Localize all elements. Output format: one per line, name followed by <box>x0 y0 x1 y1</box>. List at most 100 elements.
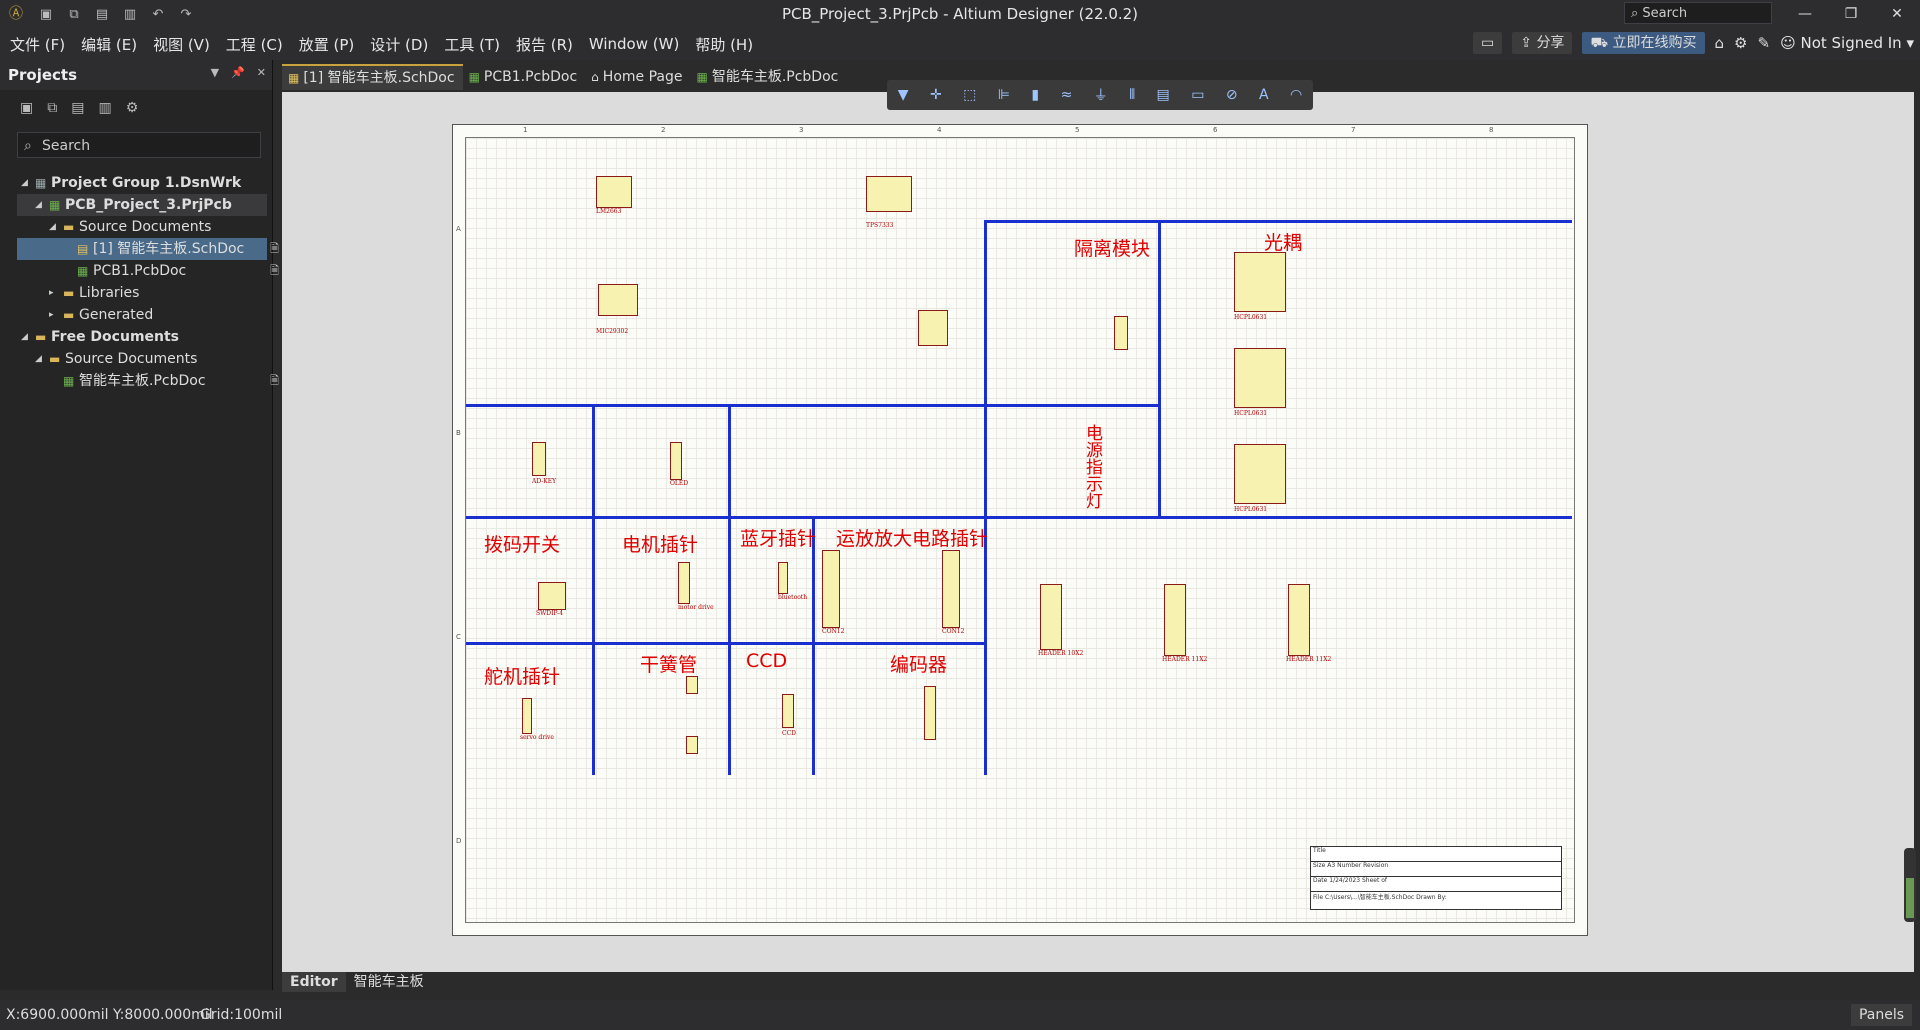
bluetooth-header[interactable] <box>778 562 788 594</box>
text-icon[interactable]: A <box>1259 87 1269 103</box>
arc-icon[interactable]: ◠ <box>1290 87 1303 103</box>
opamp-header-2[interactable] <box>942 550 960 628</box>
save-icon[interactable]: ▣ <box>39 6 53 22</box>
panel-gear-icon[interactable]: ⚙ <box>125 100 139 116</box>
part-icon[interactable]: ▮ <box>1031 87 1040 103</box>
menu-view[interactable]: 视图 (V) <box>153 35 210 54</box>
expand-icon[interactable]: ◢ <box>21 332 28 342</box>
buy-online-button[interactable]: ⛟ 立即在线购买 <box>1582 32 1705 54</box>
column-label: 4 <box>937 126 942 134</box>
menu-help[interactable]: 帮助 (H) <box>695 35 754 54</box>
filter-icon[interactable]: ▼ <box>897 87 909 103</box>
expand-icon[interactable]: ▸ <box>49 310 54 320</box>
share-button[interactable]: ⇪ 分享 <box>1512 32 1573 54</box>
ad-key-header[interactable] <box>532 442 546 476</box>
notifications-icon[interactable]: ✎ <box>1757 34 1771 52</box>
expand-icon[interactable]: ◢ <box>35 354 42 364</box>
open-icon[interactable]: ▤ <box>95 6 109 22</box>
gear-icon[interactable]: ⚙ <box>1734 34 1748 52</box>
tree-item[interactable]: ▤[1] 智能车主板.SchDoc🗎 <box>17 238 279 260</box>
directive-icon[interactable]: ⊘ <box>1225 87 1238 103</box>
expand-icon[interactable]: ◢ <box>49 222 56 232</box>
project-folder-icon[interactable]: ▥ <box>98 100 112 116</box>
panel-close-icon[interactable]: ✕ <box>256 66 266 79</box>
home-icon[interactable]: ⌂ <box>1714 34 1725 52</box>
compile-icon[interactable]: ⧉ <box>47 100 58 116</box>
tab-pcbdoc[interactable]: ▦智能车主板.PcbDoc <box>690 64 846 90</box>
tree-item[interactable]: ▦PCB1.PcbDoc🗎 <box>17 260 279 282</box>
optocoupler-2[interactable] <box>1234 348 1286 408</box>
tree-item[interactable]: ◢▦PCB_Project_3.PrjPcb <box>17 194 267 216</box>
reed-switch-1[interactable] <box>686 676 698 694</box>
tree-item[interactable]: ◢▬Source Documents <box>17 216 267 238</box>
undo-icon[interactable]: ↶ <box>152 6 164 22</box>
oled-header[interactable] <box>670 442 682 480</box>
expand-icon[interactable]: ▸ <box>49 288 54 298</box>
pin-icon[interactable]: 📌 <box>231 66 245 79</box>
menu-file[interactable]: 文件 (F) <box>10 35 66 54</box>
open-folder-icon[interactable]: ▤ <box>71 100 85 116</box>
dip-switch[interactable] <box>538 582 566 610</box>
menu-reports[interactable]: 报告 (R) <box>515 35 573 54</box>
encoder-header[interactable] <box>924 686 936 740</box>
tab-pcb1[interactable]: ▦PCB1.PcbDoc <box>463 64 586 90</box>
tree-item[interactable]: ◢▬Free Documents <box>17 326 267 348</box>
module-lm[interactable] <box>918 310 948 346</box>
regulator-tps[interactable] <box>866 176 912 212</box>
menu-place[interactable]: 放置 (P) <box>298 35 355 54</box>
isolation-connector[interactable] <box>1114 316 1128 350</box>
sheet-symbol-icon[interactable]: ▤ <box>1156 87 1170 103</box>
menu-design[interactable]: 设计 (D) <box>370 35 429 54</box>
power-port-icon[interactable]: ⏚ <box>1093 88 1108 104</box>
menu-edit[interactable]: 编辑 (E) <box>81 35 138 54</box>
chat-icon[interactable]: ▭ <box>1473 32 1503 54</box>
optocoupler-1[interactable] <box>1234 252 1286 312</box>
align-icon[interactable]: ⊫ <box>997 87 1010 103</box>
tree-item[interactable]: ▸▬Libraries <box>17 282 267 304</box>
panels-button[interactable]: Panels <box>1850 1004 1912 1026</box>
menu-project[interactable]: 工程 (C) <box>225 35 283 54</box>
regulator-lm2663[interactable] <box>596 176 632 208</box>
expand-icon[interactable]: ◢ <box>35 200 42 210</box>
regulator-mic[interactable] <box>598 284 638 316</box>
close-button[interactable]: ✕ <box>1891 6 1903 22</box>
tree-item[interactable]: ▸▬Generated <box>17 304 267 326</box>
ccd-header[interactable] <box>782 694 794 728</box>
motor-header[interactable] <box>678 562 690 604</box>
panel-search-input[interactable]: ⌕ Search <box>17 132 261 158</box>
save-all-icon[interactable]: ⧉ <box>69 6 79 22</box>
tree-item[interactable]: ◢▬Source Documents <box>17 348 267 370</box>
restore-button[interactable]: ❐ <box>1844 6 1858 22</box>
header-11x2-a[interactable] <box>1164 584 1186 656</box>
sheet-tab[interactable]: 智能车主板 <box>353 974 424 990</box>
save-icon[interactable]: ▣ <box>20 100 34 116</box>
opamp-header-1[interactable] <box>822 550 840 628</box>
reed-switch-2[interactable] <box>686 736 698 754</box>
zoom-slider[interactable] <box>1904 848 1916 922</box>
open-project-icon[interactable]: ▥ <box>123 6 137 22</box>
select-icon[interactable]: ⬚ <box>963 87 977 103</box>
menu-window[interactable]: Window (W) <box>588 35 680 53</box>
header-11x2-b[interactable] <box>1288 584 1310 656</box>
minimize-button[interactable]: — <box>1798 6 1812 22</box>
tree-item[interactable]: ◢▦Project Group 1.DsnWrk <box>17 172 267 194</box>
header-10x2[interactable] <box>1040 584 1062 650</box>
menu-tools[interactable]: 工具 (T) <box>444 35 500 54</box>
wire-icon[interactable]: ≈ <box>1060 87 1073 103</box>
tab-home-page[interactable]: ⌂Home Page <box>585 64 690 90</box>
global-search-input[interactable]: ⌕ Search <box>1624 2 1772 24</box>
move-icon[interactable]: ✛ <box>929 87 942 103</box>
account-button[interactable]: ☺ Not Signed In ▾ <box>1780 34 1914 52</box>
port-icon[interactable]: ▭ <box>1191 87 1205 103</box>
tree-item[interactable]: ▦智能车主板.PcbDoc🗎 <box>17 370 279 392</box>
optocoupler-3[interactable] <box>1234 444 1286 504</box>
expand-icon[interactable]: ◢ <box>21 178 28 188</box>
panel-menu-icon[interactable]: ▼ <box>210 66 220 79</box>
servo-header[interactable] <box>522 698 532 734</box>
editor-tab[interactable]: Editor <box>282 972 346 992</box>
redo-icon[interactable]: ↷ <box>180 6 192 22</box>
tab-schdoc[interactable]: ▦[1] 智能车主板.SchDoc <box>282 64 463 90</box>
bus-icon[interactable]: ⫴ <box>1129 87 1136 103</box>
